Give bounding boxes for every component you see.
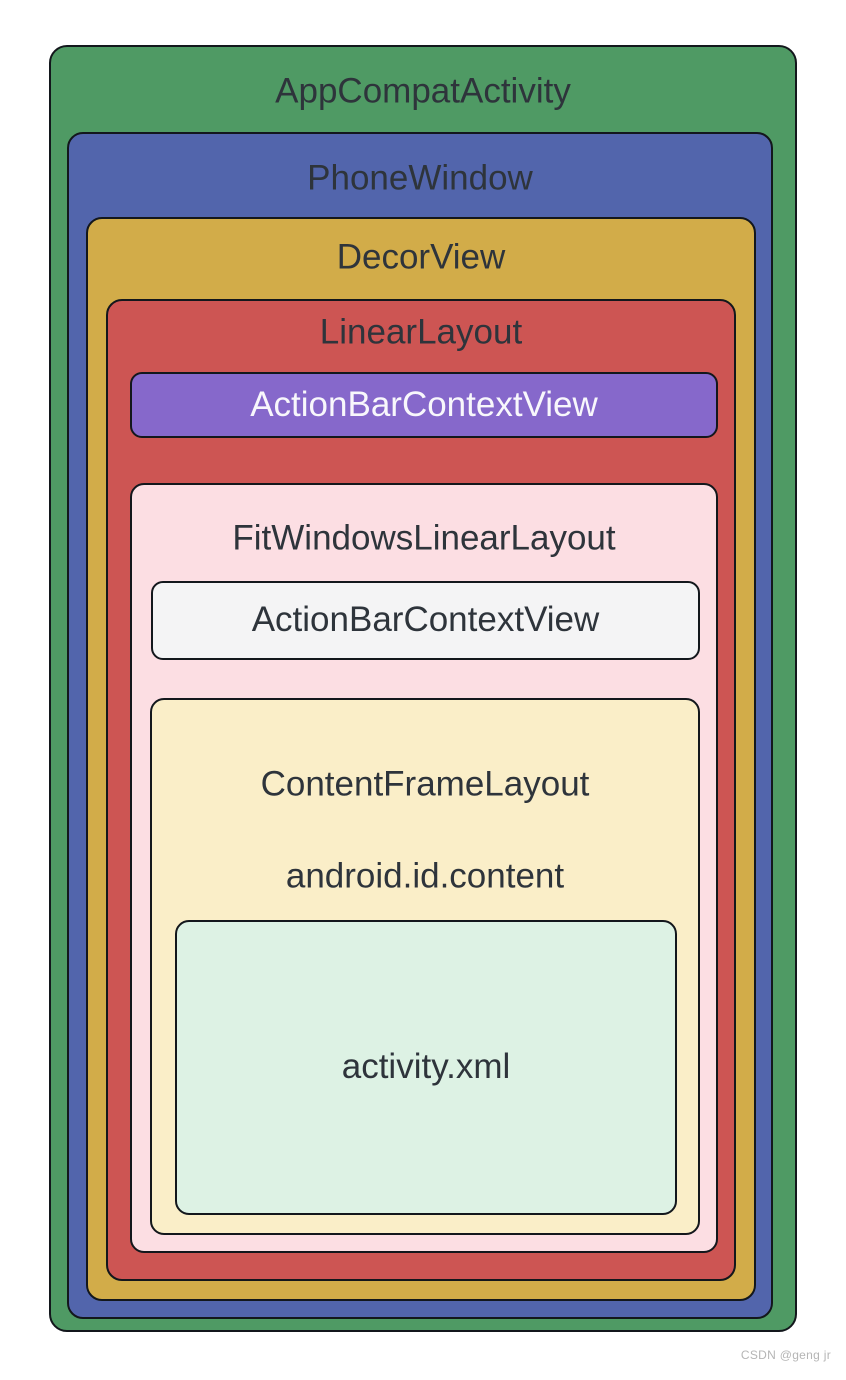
- label-actionbarcontextview-top: ActionBarContextView: [250, 384, 598, 424]
- label-phonewindow: PhoneWindow: [307, 158, 533, 198]
- box-appcompatactivity: AppCompatActivity PhoneWindow DecorView …: [49, 45, 797, 1332]
- label-fitwindowslinearlayout: FitWindowsLinearLayout: [232, 518, 616, 558]
- box-actionbarcontextview-inner: ActionBarContextView: [151, 581, 700, 660]
- label-linearlayout: LinearLayout: [319, 312, 523, 352]
- box-activity-xml: activity.xml: [175, 920, 677, 1215]
- watermark-csdn: CSDN @geng jr: [740, 1348, 831, 1362]
- label-android-id-content: android.id.content: [285, 856, 565, 896]
- label-decorview: DecorView: [336, 237, 506, 277]
- box-actionbarcontextview-top: ActionBarContextView: [130, 372, 718, 438]
- label-contentframelayout: ContentFrameLayout: [260, 764, 590, 804]
- box-decorview: DecorView LinearLayout ActionBarContextV…: [86, 217, 756, 1301]
- box-phonewindow: PhoneWindow DecorView LinearLayout Actio…: [67, 132, 773, 1319]
- box-linearlayout: LinearLayout ActionBarContextView FitWin…: [106, 299, 736, 1281]
- box-contentframelayout: ContentFrameLayout android.id.content ac…: [150, 698, 700, 1235]
- box-fitwindowslinearlayout: FitWindowsLinearLayout ActionBarContextV…: [130, 483, 718, 1253]
- label-activity-xml: activity.xml: [341, 1047, 511, 1087]
- label-appcompatactivity: AppCompatActivity: [275, 71, 571, 111]
- label-actionbarcontextview-inner: ActionBarContextView: [251, 600, 600, 640]
